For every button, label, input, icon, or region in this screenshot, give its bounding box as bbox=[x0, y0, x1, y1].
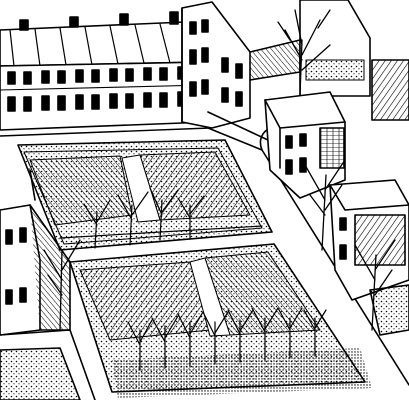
townhouse-row-west bbox=[0, 169, 96, 400]
tree-icon bbox=[127, 307, 327, 371]
garden-block-south bbox=[69, 243, 372, 398]
townhouse-row-southeast bbox=[264, 91, 409, 336]
tree-icon bbox=[43, 239, 81, 331]
garden-block-north bbox=[17, 139, 273, 251]
tree-icon bbox=[83, 187, 205, 249]
tree-icon bbox=[304, 159, 396, 331]
townhouse-row-north bbox=[0, 11, 211, 137]
tree-icon bbox=[277, 9, 331, 96]
